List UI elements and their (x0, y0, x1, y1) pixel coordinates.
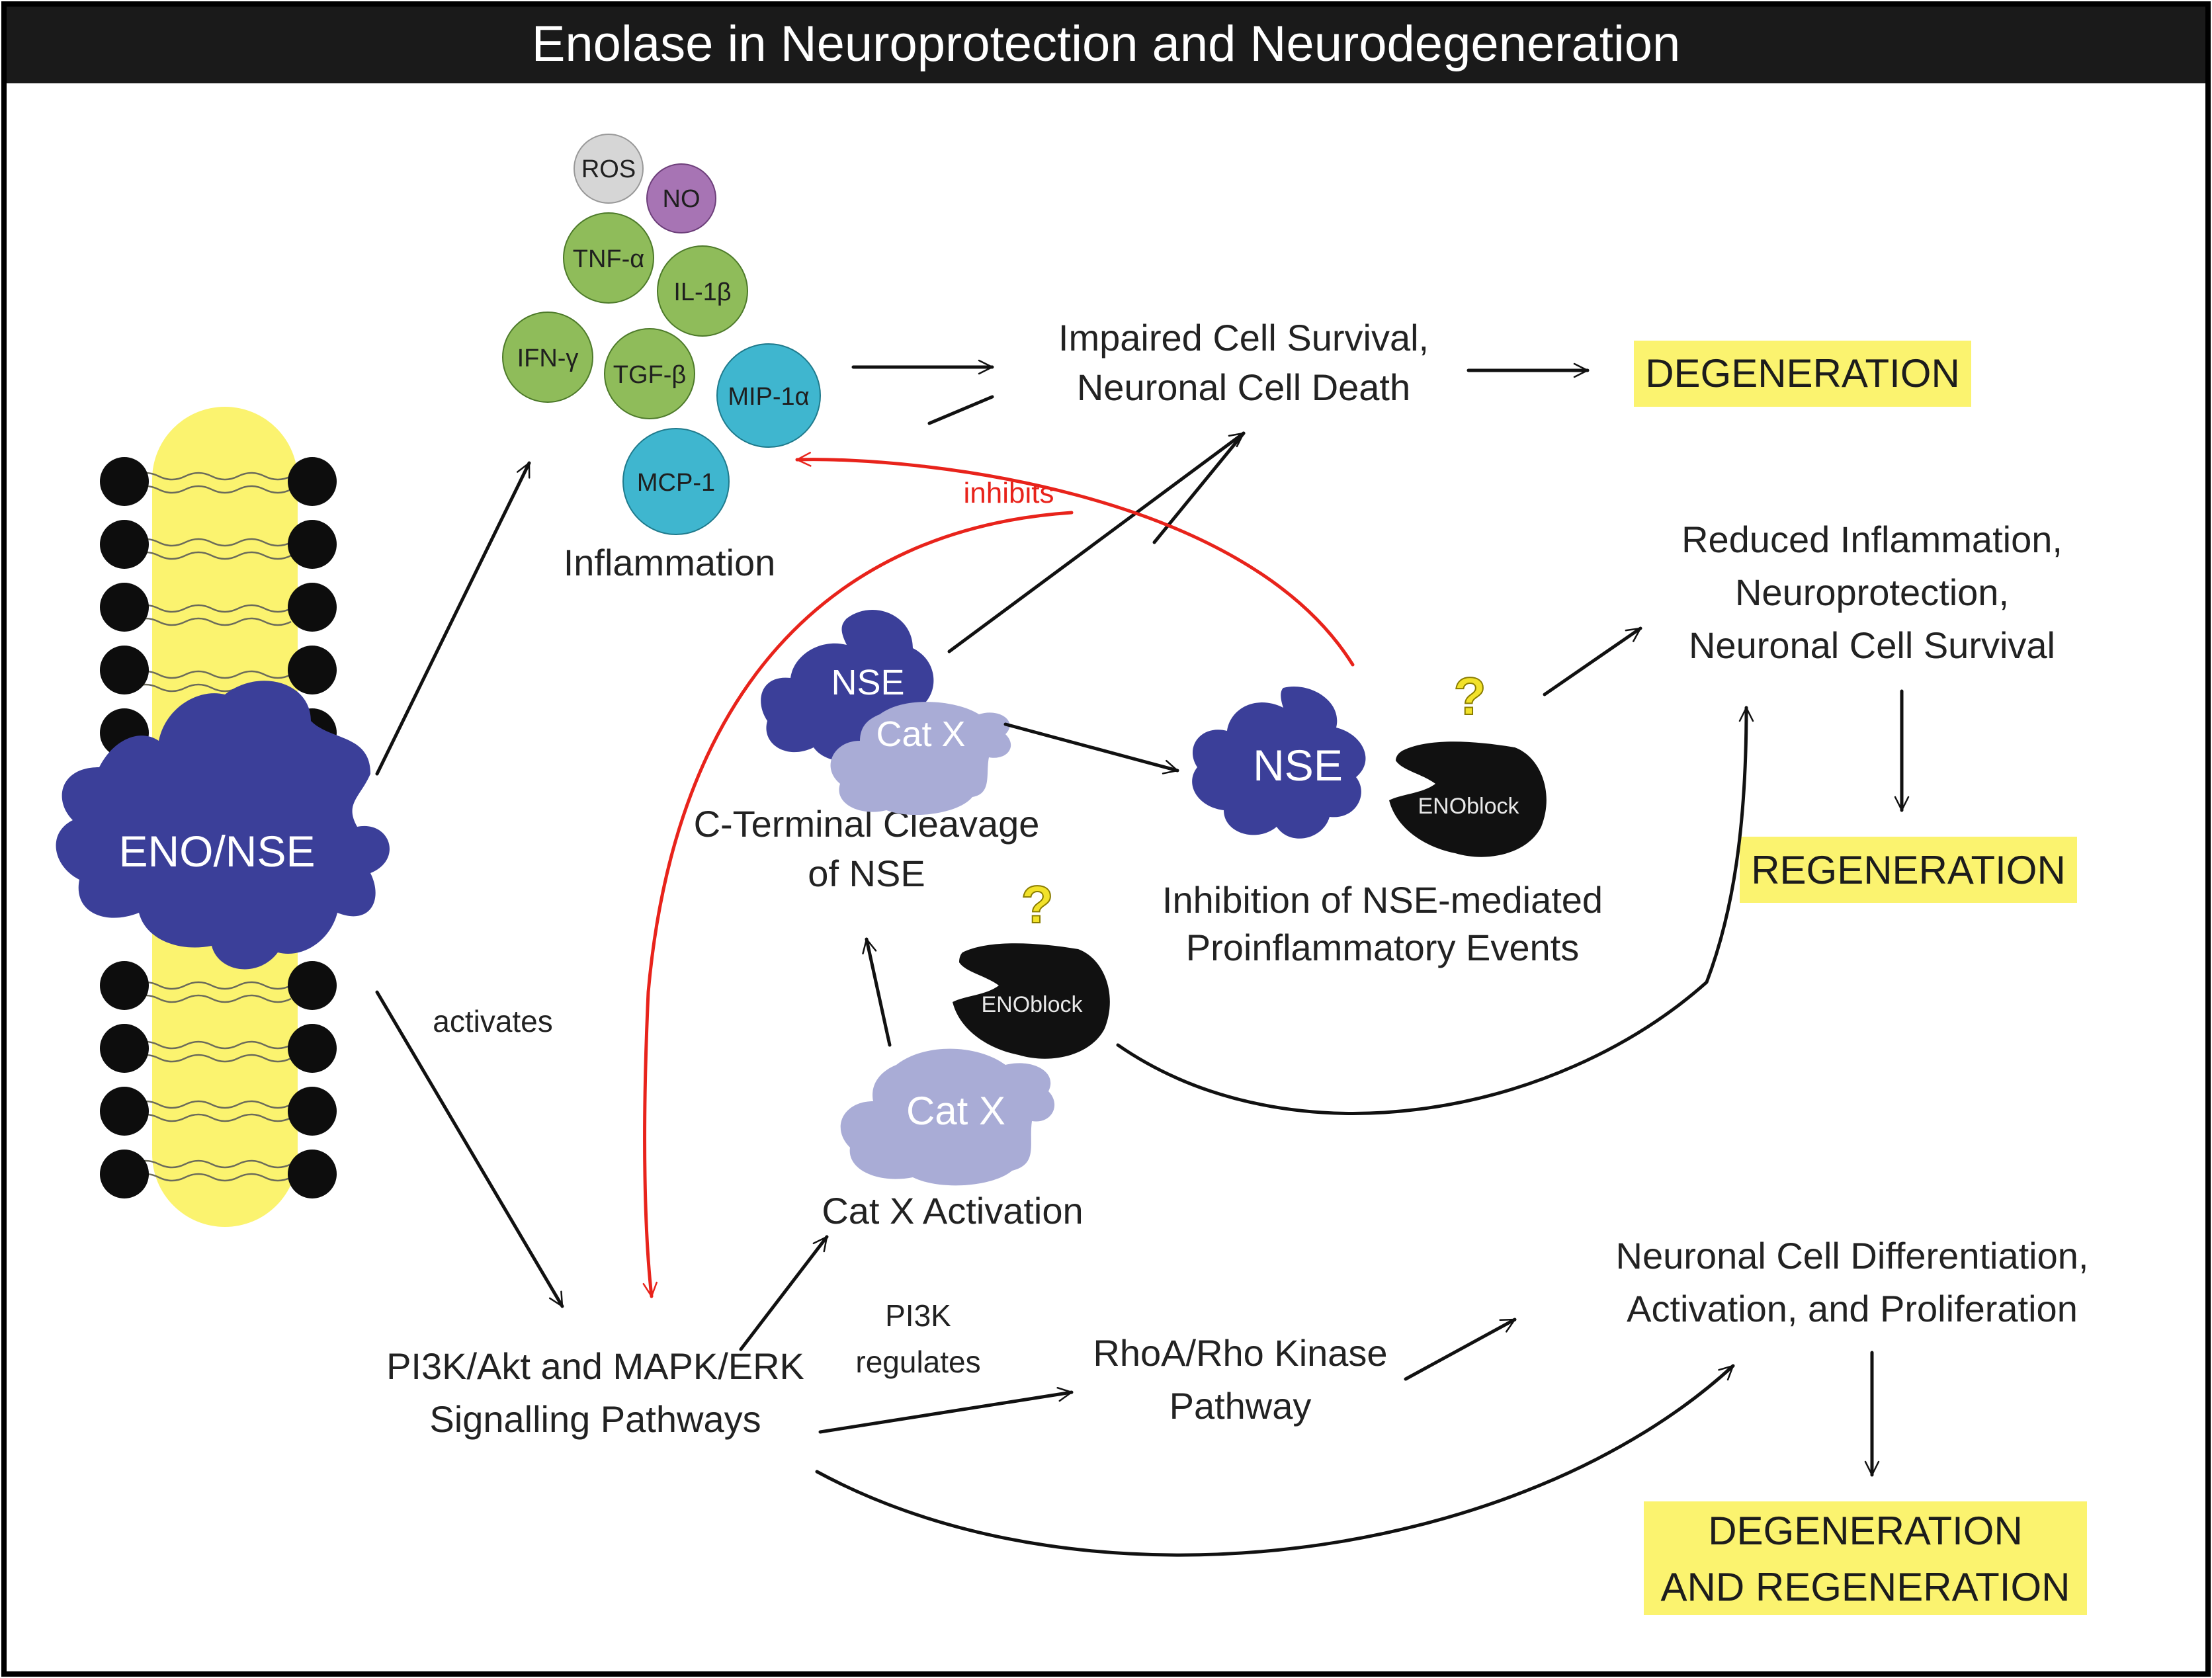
inhibits-label: inhibits (964, 477, 1054, 509)
svg-text:TGF-β: TGF-β (613, 361, 687, 389)
svg-text:DEGENERATION: DEGENERATION (1645, 351, 1960, 396)
svg-text:REGENERATION: REGENERATION (1751, 848, 2066, 892)
mip-1-alpha-molecule: MIP-1α (716, 343, 821, 448)
arrow-catx-to-cleavage (862, 937, 892, 1047)
complex-nse-label: NSE (831, 663, 904, 702)
inhibition-line2: Proinflammatory Events (1186, 927, 1579, 968)
title-bar (7, 7, 2205, 83)
catx-enzyme-label: Cat X (906, 1089, 1005, 1133)
tnf-alpha-molecule: TNF-α (563, 212, 654, 304)
catx-activation-label: Cat X Activation (822, 1190, 1083, 1232)
nse-catx-complex: NSE Cat X (761, 610, 1011, 816)
inhibition-arrows (642, 452, 1355, 1298)
tgf-beta-molecule: TGF-β (604, 328, 695, 419)
inflammation-label: Inflammation (564, 542, 776, 583)
reduced-inflammation-line2: Neuroprotection, (1735, 571, 2009, 613)
arrow-complex-to-impaired (947, 431, 1246, 653)
inhibited-nse-label: NSE (1253, 741, 1343, 790)
rhoa-pathway-line2: Pathway (1170, 1385, 1312, 1427)
enoblock-upper-label: ENOblock (1418, 794, 1519, 819)
enoblock-lower-label: ENOblock (981, 992, 1083, 1017)
outcome-degeneration: DEGENERATION (1634, 341, 1971, 407)
enoblock-lower: ENOblock (953, 943, 1110, 1059)
svg-text:DEGENERATION: DEGENERATION (1708, 1509, 2023, 1553)
eno-nse-enzyme: ENO/NSE (56, 681, 390, 970)
reduced-inflammation-line3: Neuronal Cell Survival (1689, 624, 2055, 666)
arrow-membrane-to-pathways (375, 990, 564, 1308)
red-arrow-inhibits-cytokines (795, 452, 1355, 667)
unknown-mechanism-question-upper: ? (1454, 667, 1486, 726)
arrow-pathways-to-catx (739, 1235, 829, 1351)
catx-enzyme: Cat X (840, 1048, 1055, 1186)
svg-text:MCP-1: MCP-1 (637, 469, 715, 497)
mcp-1-molecule: MCP-1 (622, 428, 730, 535)
nse-inhibited-enzyme: NSE (1192, 687, 1366, 839)
ifn-gamma-molecule: IFN-γ (502, 312, 593, 403)
outcome-degeneration-and-regeneration: DEGENERATION AND REGENERATION (1644, 1501, 2087, 1615)
arrow-inflammation-to-impaired-tail (927, 395, 994, 425)
arrow-membrane-to-inflammation (375, 461, 531, 776)
ros-molecule: ROS (574, 134, 644, 204)
reduced-inflammation-line1: Reduced Inflammation, (1681, 519, 2063, 560)
cterminal-cleavage-line2: of NSE (808, 853, 925, 894)
cytokine-cluster: ROS NO TNF-α IL-1β IFN-γ TGF-β MIP-1α M (502, 134, 821, 535)
impaired-survival-line1: Impaired Cell Survival, (1058, 317, 1429, 358)
svg-text:IL-1β: IL-1β (673, 278, 731, 306)
svg-text:ROS: ROS (581, 155, 636, 183)
eno-nse-label: ENO/NSE (118, 827, 315, 876)
differentiation-line2: Activation, and Proliferation (1627, 1288, 2078, 1329)
signalling-pathways-line1: PI3K/Akt and MAPK/ERK (386, 1345, 804, 1387)
svg-text:IFN-γ: IFN-γ (517, 345, 579, 372)
inhibition-line1: Inhibition of NSE-mediated (1162, 879, 1603, 921)
arrow-pathways-to-differentiation (815, 1364, 1735, 1557)
pi3k-label: PI3K (885, 1298, 951, 1333)
unknown-mechanism-question-lower: ? (1021, 875, 1054, 934)
svg-text:TNF-α: TNF-α (573, 245, 645, 273)
enoblock-upper: ENOblock (1389, 741, 1547, 857)
outcome-regeneration: REGENERATION (1740, 837, 2077, 903)
differentiation-line1: Neuronal Cell Differentiation, (1616, 1235, 2089, 1277)
svg-text:MIP-1α: MIP-1α (728, 383, 809, 411)
regulates-label: regulates (855, 1345, 980, 1379)
arrow-enoblock-to-reduced-inflammation (1543, 626, 1642, 696)
complex-catx-label: Cat X (876, 714, 965, 754)
svg-text:AND REGENERATION: AND REGENERATION (1661, 1565, 2070, 1609)
il-1-beta-molecule: IL-1β (657, 245, 748, 337)
arrow-pathways-to-rhoa (818, 1386, 1074, 1434)
pathway-arrows (375, 359, 1910, 1557)
arrow-rhoa-to-differentiation (1404, 1318, 1517, 1381)
signalling-pathways-line2: Signalling Pathways (429, 1398, 761, 1440)
arrow-enoblock-lower-to-reduced (1116, 706, 1754, 1115)
red-arrow-inhibits-pathways (642, 511, 1074, 1298)
activates-label: activates (433, 1004, 553, 1038)
diagram-title: Enolase in Neuroprotection and Neurodege… (532, 16, 1681, 72)
arrow-complex-to-nse-inhibited (1003, 722, 1179, 775)
no-molecule: NO (646, 163, 716, 233)
svg-text:NO: NO (663, 185, 701, 213)
rhoa-pathway-line1: RhoA/Rho Kinase (1093, 1332, 1387, 1374)
impaired-survival-line2: Neuronal Cell Death (1077, 366, 1410, 408)
